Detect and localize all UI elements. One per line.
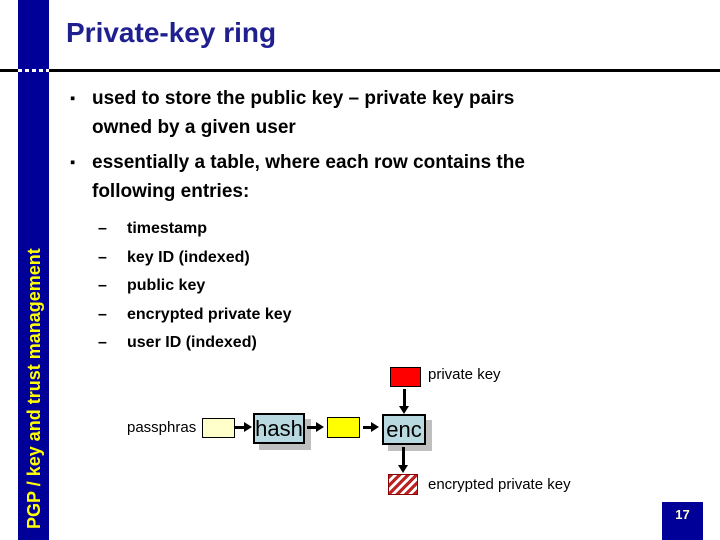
dash-marker: – — [98, 277, 107, 294]
encrypted-private-key-legend-label: encrypted private key — [428, 476, 571, 493]
enc-process-box: enc — [382, 414, 426, 445]
bullet-line: following entries: — [92, 181, 250, 202]
sidebar-section-label: PGP / key and trust management — [24, 248, 44, 529]
hash-box-label: hash — [255, 415, 303, 441]
sub-bullet-list: – timestamp – key ID (indexed) – public … — [98, 215, 292, 358]
arrow-passphrase-to-hash — [235, 422, 252, 432]
slide-title: Private-key ring — [66, 17, 277, 48]
bullet-item: ▪ used to store the public key – private… — [70, 84, 655, 142]
bullet-line: used to store the public key – private k… — [92, 88, 515, 109]
arrow-hash-to-key — [307, 422, 324, 432]
arrow-enc-to-encrypted-key — [398, 447, 408, 473]
encrypted-private-key-swatch — [388, 474, 418, 495]
bullet-line: essentially a table, where each row cont… — [92, 152, 525, 173]
bullet-text: used to store the public key – private k… — [92, 84, 514, 142]
private-key-swatch — [390, 367, 421, 387]
sub-bullet-item: – public key — [98, 272, 292, 301]
passphrase-value-box — [202, 418, 235, 438]
bullet-marker: ▪ — [70, 90, 76, 107]
sub-bullet-item: – user ID (indexed) — [98, 329, 292, 358]
hash-process-box: hash — [253, 413, 305, 444]
bullet-item: ▪ essentially a table, where each row co… — [70, 148, 655, 206]
sub-bullet-label: public key — [127, 277, 206, 294]
page-number-badge: 17 — [662, 502, 703, 540]
dash-marker: – — [98, 305, 107, 323]
sub-bullet-label: key ID (indexed) — [127, 248, 250, 266]
dash-marker: – — [98, 248, 107, 266]
sidebar-dashed-line — [18, 69, 49, 72]
bullet-line: owned by a given user — [92, 117, 296, 138]
bullet-text: essentially a table, where each row cont… — [92, 148, 525, 206]
sub-bullet-item: – timestamp — [98, 215, 292, 244]
title-divider-line — [0, 69, 720, 72]
enc-box-label: enc — [386, 416, 422, 442]
arrow-key-to-enc — [363, 422, 379, 432]
sub-bullet-label: timestamp — [127, 220, 208, 237]
dash-marker: – — [98, 220, 107, 237]
bullet-list: ▪ used to store the public key – private… — [70, 84, 655, 206]
dash-marker: – — [98, 334, 107, 351]
sub-bullet-label: user ID (indexed) — [127, 334, 257, 351]
sub-bullet-item: – encrypted private key — [98, 301, 292, 330]
sub-bullet-item: – key ID (indexed) — [98, 244, 292, 273]
hashed-key-box — [327, 417, 360, 438]
sub-bullet-label: encrypted private key — [127, 305, 292, 323]
bullet-marker: ▪ — [70, 154, 76, 171]
arrow-private-key-to-enc — [399, 389, 409, 414]
sidebar-bar — [18, 0, 49, 540]
private-key-legend-label: private key — [428, 366, 501, 383]
passphrase-label: passphras — [127, 419, 197, 436]
